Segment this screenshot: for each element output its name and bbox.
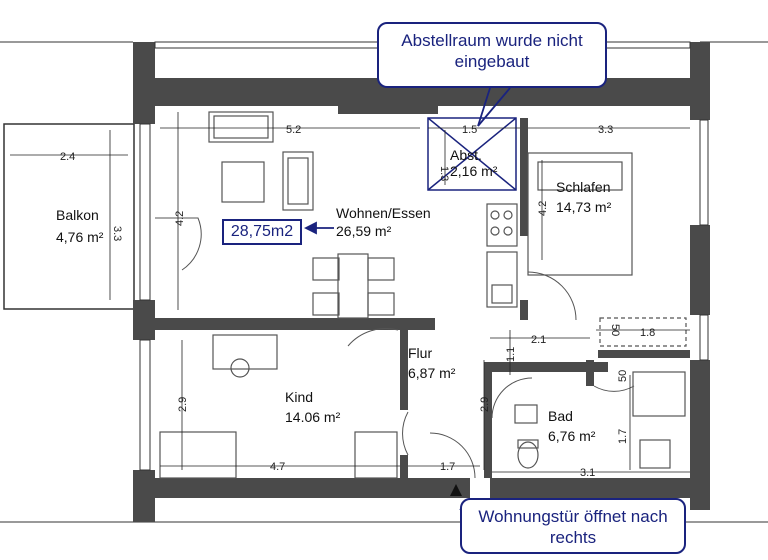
flur-name: Flur bbox=[408, 345, 432, 361]
dimension-lines bbox=[10, 112, 690, 473]
abstellraum-callout: Abstellraum wurde nicht eingebaut bbox=[377, 22, 607, 88]
wohnen-name: Wohnen/Essen bbox=[336, 205, 431, 221]
dim-kind-depth: 2.9 bbox=[177, 397, 189, 412]
abst-name: Abst. bbox=[450, 147, 482, 163]
dim-flur-depth: 2.9 bbox=[479, 397, 491, 412]
dim-abst-width: 1.5 bbox=[462, 124, 477, 136]
walls bbox=[133, 42, 710, 522]
dim-bad-depth-a: 50 bbox=[617, 370, 629, 382]
schlafen-area: 14,73 m² bbox=[556, 199, 612, 215]
door-swings bbox=[155, 217, 635, 479]
dim-hall-depth: 1.1 bbox=[505, 347, 517, 362]
balkon-name: Balkon bbox=[56, 207, 99, 223]
living-area-box: 28,75m2 bbox=[222, 219, 302, 245]
wohnen-area: 26,59 m² bbox=[336, 223, 392, 239]
bad-area: 6,76 m² bbox=[548, 428, 596, 444]
entrance-arrow-icon bbox=[450, 484, 462, 496]
dim-balkon-depth: 3.3 bbox=[111, 226, 123, 241]
dim-bad-width: 3.1 bbox=[580, 467, 595, 479]
dim-shaft-depth: 50 bbox=[609, 324, 621, 336]
dim-wohnen-width: 5.2 bbox=[286, 124, 301, 136]
dim-flur-width: 1.7 bbox=[440, 461, 455, 473]
dim-schlafen-depth: 4.2 bbox=[537, 201, 549, 216]
dim-balkon-width: 2.4 bbox=[60, 151, 75, 163]
dim-shaft-width: 1.8 bbox=[640, 327, 655, 339]
entrance-callout: Wohnungstür öffnet nach rechts bbox=[460, 498, 686, 554]
furniture bbox=[159, 111, 687, 479]
bad-name: Bad bbox=[548, 408, 573, 424]
dim-hall-width: 2.1 bbox=[531, 334, 546, 346]
dim-wohnen-depth: 4.2 bbox=[174, 211, 186, 226]
abst-area: 2,16 m² bbox=[450, 163, 498, 179]
schlafen-name: Schlafen bbox=[556, 179, 610, 195]
flur-area: 6,87 m² bbox=[408, 365, 456, 381]
dim-bad-depth-b: 1.7 bbox=[617, 429, 629, 444]
dim-kind-width: 4.7 bbox=[270, 461, 285, 473]
kind-area: 14.06 m² bbox=[285, 409, 341, 425]
kind-name: Kind bbox=[285, 389, 313, 405]
balkon-outline bbox=[3, 123, 135, 310]
balkon-area: 4,76 m² bbox=[56, 229, 104, 245]
dim-abst-depth: 1.3 bbox=[438, 166, 450, 181]
dim-schlafen-width: 3.3 bbox=[598, 124, 613, 136]
abstellraum-cross bbox=[427, 117, 517, 191]
